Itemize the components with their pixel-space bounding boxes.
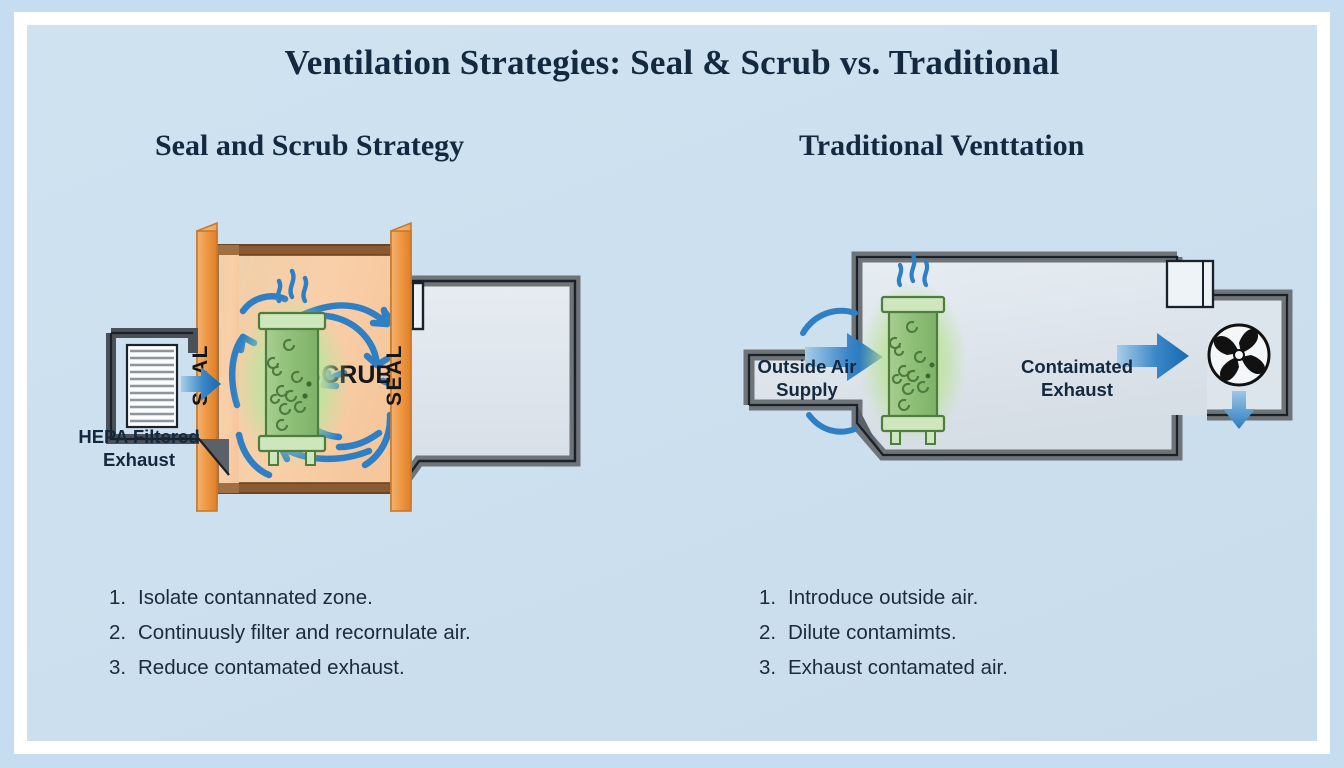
exhaust-fan-icon bbox=[1207, 323, 1271, 387]
list-item: 1. Isolate contannated zone. bbox=[109, 580, 629, 615]
contaminant-tank-left bbox=[234, 268, 350, 469]
list-item: 3. Exhaust contamated air. bbox=[759, 650, 1189, 685]
step-number: 3. bbox=[109, 656, 127, 679]
panel-heading-seal-and-scrub: Seal and Scrub Strategy bbox=[155, 129, 465, 162]
panel-heading-traditional-ventilation: Traditional Venttation bbox=[799, 129, 1085, 162]
list-item: 1. Introduce outside air. bbox=[759, 580, 1189, 615]
list-item: 2. Continuusly filter and recornulate ai… bbox=[109, 615, 629, 650]
seal-label-right: SEAL bbox=[383, 344, 406, 406]
hepa-filter-unit bbox=[106, 328, 230, 476]
step-text: Reduce contamated exhaust. bbox=[138, 656, 405, 679]
step-number: 1. bbox=[109, 586, 127, 609]
step-text: Continuusly filter and recornulate air. bbox=[138, 621, 471, 644]
outside-air-label-line1: Outside Air bbox=[757, 356, 857, 377]
contaminant-tank-right bbox=[859, 252, 967, 445]
step-number: 2. bbox=[109, 621, 127, 644]
step-number: 1. bbox=[759, 586, 777, 609]
exhaust-plenum bbox=[1165, 259, 1293, 421]
hepa-label-line2: Exhaust bbox=[103, 449, 175, 470]
contaminated-exhaust-label: Contaimated Exhaust bbox=[987, 355, 1167, 401]
step-number: 2. bbox=[759, 621, 777, 644]
step-text: Dilute contamimts. bbox=[788, 621, 957, 644]
seal-barrier-right: SEAL bbox=[383, 221, 412, 513]
step-text: Isolate contannated zone. bbox=[138, 586, 373, 609]
contaminant-particles-icon bbox=[267, 338, 312, 432]
step-number: 3. bbox=[759, 656, 777, 679]
list-item: 3. Reduce contamated exhaust. bbox=[109, 650, 629, 685]
fan-discharge-arrow-icon bbox=[1223, 391, 1255, 429]
traditional-ventilation-illustration bbox=[743, 251, 1293, 461]
hepa-grille-icon bbox=[130, 349, 174, 423]
fume-wisps-right-icon bbox=[896, 252, 930, 288]
seal-and-scrub-illustration: SCRUB bbox=[106, 221, 581, 513]
outside-air-supply-label: Outside Air Supply bbox=[727, 355, 887, 401]
fume-wisps-icon bbox=[275, 268, 309, 304]
page-title: Ventilation Strategies: Seal & Scrub vs.… bbox=[284, 43, 1060, 82]
list-item: 2. Dilute contamimts. bbox=[759, 615, 1189, 650]
exhaust-label-line2: Exhaust bbox=[1041, 379, 1113, 400]
hepa-filtered-exhaust-label: HEPA Filtered Exhaust bbox=[49, 425, 229, 471]
room-air-curls bbox=[800, 307, 858, 435]
steps-list-seal-and-scrub: 1. Isolate contannated zone. 2. Continuu… bbox=[109, 580, 629, 685]
step-text: Introduce outside air. bbox=[788, 586, 979, 609]
hepa-flow-arrow-icon bbox=[181, 367, 221, 401]
contaminant-particles-right-icon bbox=[889, 320, 935, 412]
step-text: Exhaust contamated air. bbox=[788, 656, 1008, 679]
diagram-canvas: Ventilation Strategies: Seal & Scrub vs.… bbox=[27, 25, 1317, 741]
exhaust-flow-arrow-icon bbox=[1117, 333, 1189, 379]
hepa-label-line1: HEPA Filtered bbox=[78, 426, 200, 447]
adjacent-room-left-panel bbox=[375, 275, 581, 493]
outside-air-label-line2: Supply bbox=[776, 379, 838, 400]
steps-list-traditional-ventilation: 1. Introduce outside air. 2. Dilute cont… bbox=[759, 580, 1189, 685]
exhaust-label-line1: Contaimated bbox=[1020, 356, 1134, 377]
